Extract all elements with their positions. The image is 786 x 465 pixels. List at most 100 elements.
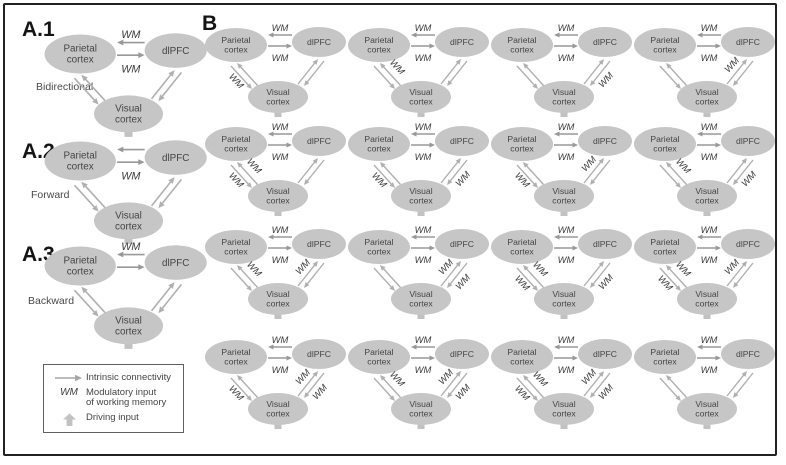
svg-text:dlPFC: dlPFC — [162, 153, 189, 164]
intrinsic-arrow — [734, 159, 754, 184]
intrinsic-arrow-icon — [55, 374, 82, 382]
svg-text:cortex: cortex — [552, 97, 576, 107]
wm-label-right_outer: WM — [453, 382, 473, 402]
wm-label-left_outer: WM — [513, 170, 533, 190]
svg-text:dlPFC: dlPFC — [450, 239, 474, 249]
intrinsic-arrowhead — [523, 375, 529, 381]
intrinsic-arrowhead — [312, 371, 318, 377]
intrinsic-arrow — [381, 266, 402, 289]
intrinsic-arrowhead — [389, 182, 395, 188]
panel-label-b: B — [202, 12, 218, 35]
svg-text:dlPFC: dlPFC — [593, 136, 617, 146]
intrinsic-arrowhead — [554, 32, 560, 38]
intrinsic-arrowhead — [715, 355, 721, 361]
driving-arrow-icon — [62, 413, 76, 426]
dlpfc-node: dlPFC — [144, 33, 207, 68]
intrinsic-arrow — [150, 284, 174, 312]
svg-text:Parietal: Parietal — [650, 134, 679, 144]
svg-text:cortex: cortex — [367, 144, 391, 154]
intrinsic-arrowhead — [455, 261, 461, 267]
intrinsic-arrow — [230, 267, 251, 290]
intrinsic-arrowhead — [666, 375, 672, 381]
intrinsic-arrow — [82, 288, 107, 314]
panel-label-a1: A.1 — [22, 18, 55, 41]
intrinsic-arrowhead — [697, 32, 703, 38]
intrinsic-arrowhead — [268, 32, 274, 38]
intrinsic-arrow — [524, 163, 545, 186]
intrinsic-arrow — [659, 377, 680, 400]
wm-symbol: WM — [60, 386, 78, 398]
svg-text:Parietal: Parietal — [507, 35, 536, 45]
intrinsic-arrow — [583, 372, 603, 397]
intrinsic-arrowhead — [741, 158, 747, 164]
intrinsic-arrowhead — [380, 265, 386, 271]
svg-text:Parietal: Parietal — [507, 134, 536, 144]
svg-text:dlPFC: dlPFC — [307, 239, 331, 249]
dlpfc-node: dlPFC — [435, 229, 489, 259]
intrinsic-arrowhead — [741, 261, 747, 267]
svg-text:cortex: cortex — [409, 409, 433, 419]
svg-text:dlPFC: dlPFC — [736, 136, 760, 146]
intrinsic-arrow — [667, 64, 688, 87]
dlpfc-node: dlPFC — [721, 339, 775, 369]
svg-text:Parietal: Parietal — [650, 347, 679, 357]
intrinsic-arrowhead — [246, 83, 252, 89]
svg-text:Parietal: Parietal — [364, 134, 393, 144]
intrinsic-arrowhead — [158, 201, 165, 209]
wm-label-left_outer: WM — [370, 170, 390, 190]
svg-text:cortex: cortex — [510, 247, 534, 257]
intrinsic-arrowhead — [598, 59, 604, 65]
intrinsic-arrow — [659, 65, 680, 88]
intrinsic-arrow — [381, 376, 402, 399]
intrinsic-arrow — [516, 164, 537, 187]
intrinsic-arrowhead — [447, 392, 453, 398]
intrinsic-arrow — [734, 262, 754, 287]
intrinsic-arrow — [73, 77, 98, 103]
intrinsic-arrow — [373, 164, 394, 187]
svg-text:Visual: Visual — [552, 289, 575, 299]
dlpfc-node: dlPFC — [292, 229, 346, 259]
intrinsic-arrow — [373, 377, 394, 400]
intrinsic-arrow — [440, 262, 460, 287]
legend-intrinsic-label: Intrinsic connectivity — [86, 372, 172, 383]
intrinsic-arrow — [381, 64, 402, 87]
svg-text:cortex: cortex — [224, 45, 248, 55]
wm-label-bottom: WM — [701, 254, 718, 265]
intrinsic-arrowhead — [554, 131, 560, 137]
intrinsic-arrowhead — [715, 142, 721, 148]
intrinsic-arrowhead — [304, 80, 310, 86]
svg-text:Visual: Visual — [115, 316, 142, 327]
intrinsic-arrow — [297, 262, 317, 287]
svg-text:cortex: cortex — [67, 267, 94, 278]
intrinsic-arrowhead — [455, 371, 461, 377]
svg-text:dlPFC: dlPFC — [593, 349, 617, 359]
svg-text:Parietal: Parietal — [221, 347, 250, 357]
intrinsic-arrow — [440, 159, 460, 184]
intrinsic-arrowhead — [697, 131, 703, 137]
svg-text:dlPFC: dlPFC — [307, 349, 331, 359]
wm-label-right_outer: WM — [596, 382, 616, 402]
wm-label-right_inner: WM — [293, 257, 313, 277]
intrinsic-arrowhead — [158, 94, 165, 102]
intrinsic-arrow — [230, 164, 251, 187]
intrinsic-arrowhead — [675, 182, 681, 188]
dlpfc-node: dlPFC — [435, 126, 489, 156]
intrinsic-arrowhead — [429, 43, 435, 49]
intrinsic-arrowhead — [380, 162, 386, 168]
svg-text:cortex: cortex — [552, 409, 576, 419]
model-diagram-b-r4-c1: ParietalcortexdlPFCVisualcortexWMWMWMWMW… — [205, 334, 346, 429]
